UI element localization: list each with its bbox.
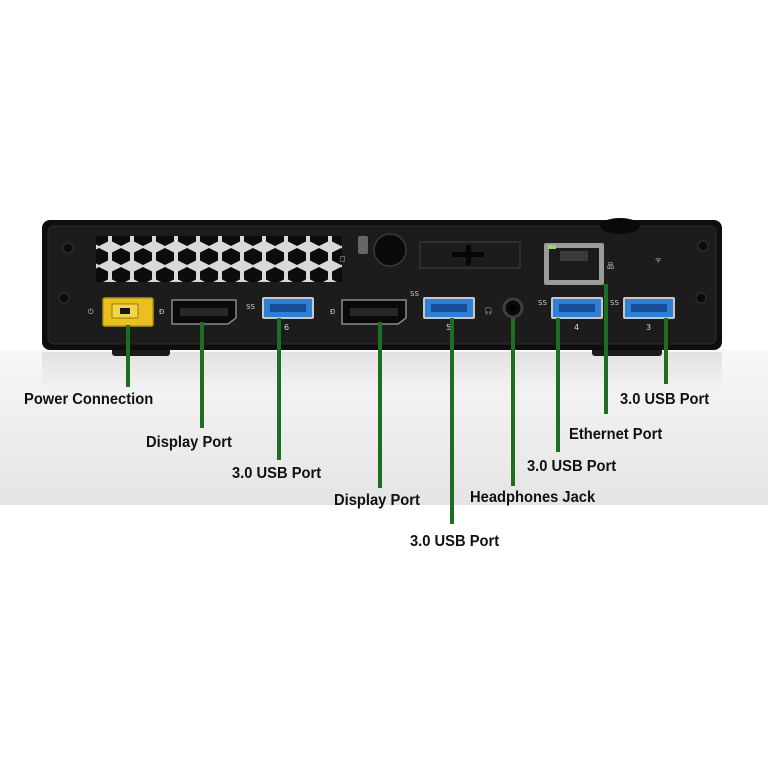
slot-cover-mark: [466, 245, 471, 265]
vent-grille: [96, 236, 342, 282]
label-usb-port-6: 3.0 USB Port: [232, 465, 322, 482]
label-usb-port-5: 3.0 USB Port: [410, 533, 500, 550]
connector-power: [126, 325, 130, 387]
usb-port-3-number: 3: [646, 323, 651, 332]
antenna-icon: ᯤ: [655, 256, 662, 264]
lock-bump: [600, 218, 640, 234]
lock-knob: [373, 233, 407, 267]
label-display-port-1: Display Port: [146, 434, 232, 451]
displayport-icon: Ð: [330, 308, 336, 316]
usb-port-4-number: 4: [574, 323, 579, 332]
blank-expansion-slot: [419, 241, 521, 269]
display-port-1-pins: [180, 308, 228, 316]
power-plug-icon: ⏻: [88, 308, 94, 316]
label-headphones-jack: Headphones Jack: [470, 489, 596, 506]
usb-port-4-tongue: [559, 304, 595, 312]
usb-superspeed-icon: SS: [410, 290, 419, 298]
displayport-icon: Ð: [159, 308, 165, 316]
headphones-jack-hole: [510, 305, 516, 311]
ethernet-led: [548, 245, 556, 249]
usb-port-3-tongue: [631, 304, 667, 312]
rfid-tag: ☐: [339, 256, 347, 262]
usb-port-6-number: 6: [284, 323, 289, 332]
connector-headphones: [511, 318, 515, 486]
usb-superspeed-icon: SS: [610, 299, 619, 307]
connector-ethernet: [604, 284, 608, 414]
connector-usb-5: [450, 318, 454, 524]
network-icon: 品: [607, 262, 614, 270]
connector-usb-6: [277, 318, 281, 460]
kensington-lock-icon: [358, 236, 368, 254]
device-reflection-shadow: [42, 352, 722, 390]
screw-icon: [58, 292, 70, 304]
usb-port-5-number: 5: [446, 323, 451, 332]
screw-icon: [695, 292, 707, 304]
ethernet-pins: [560, 251, 588, 261]
headphones-icon: 🎧: [484, 306, 493, 315]
screw-icon: [62, 242, 74, 254]
label-ethernet-port: Ethernet Port: [569, 426, 663, 443]
connector-usb-4: [556, 318, 560, 452]
label-display-port-2: Display Port: [334, 492, 420, 509]
usb-superspeed-icon: SS: [538, 299, 547, 307]
connector-usb-3: [664, 318, 668, 384]
connector-display-port-2: [378, 322, 382, 488]
usb-superspeed-icon: SS: [246, 303, 255, 311]
label-usb-port-3: 3.0 USB Port: [620, 391, 710, 408]
label-power-connection: Power Connection: [24, 391, 154, 408]
label-usb-port-4: 3.0 USB Port: [527, 458, 617, 475]
usb-port-6-tongue: [270, 304, 306, 312]
connector-display-port-1: [200, 322, 204, 428]
display-port-2-pins: [350, 308, 398, 316]
power-connector-pin: [120, 308, 130, 314]
screw-icon: [697, 240, 709, 252]
usb-port-5-tongue: [431, 304, 467, 312]
